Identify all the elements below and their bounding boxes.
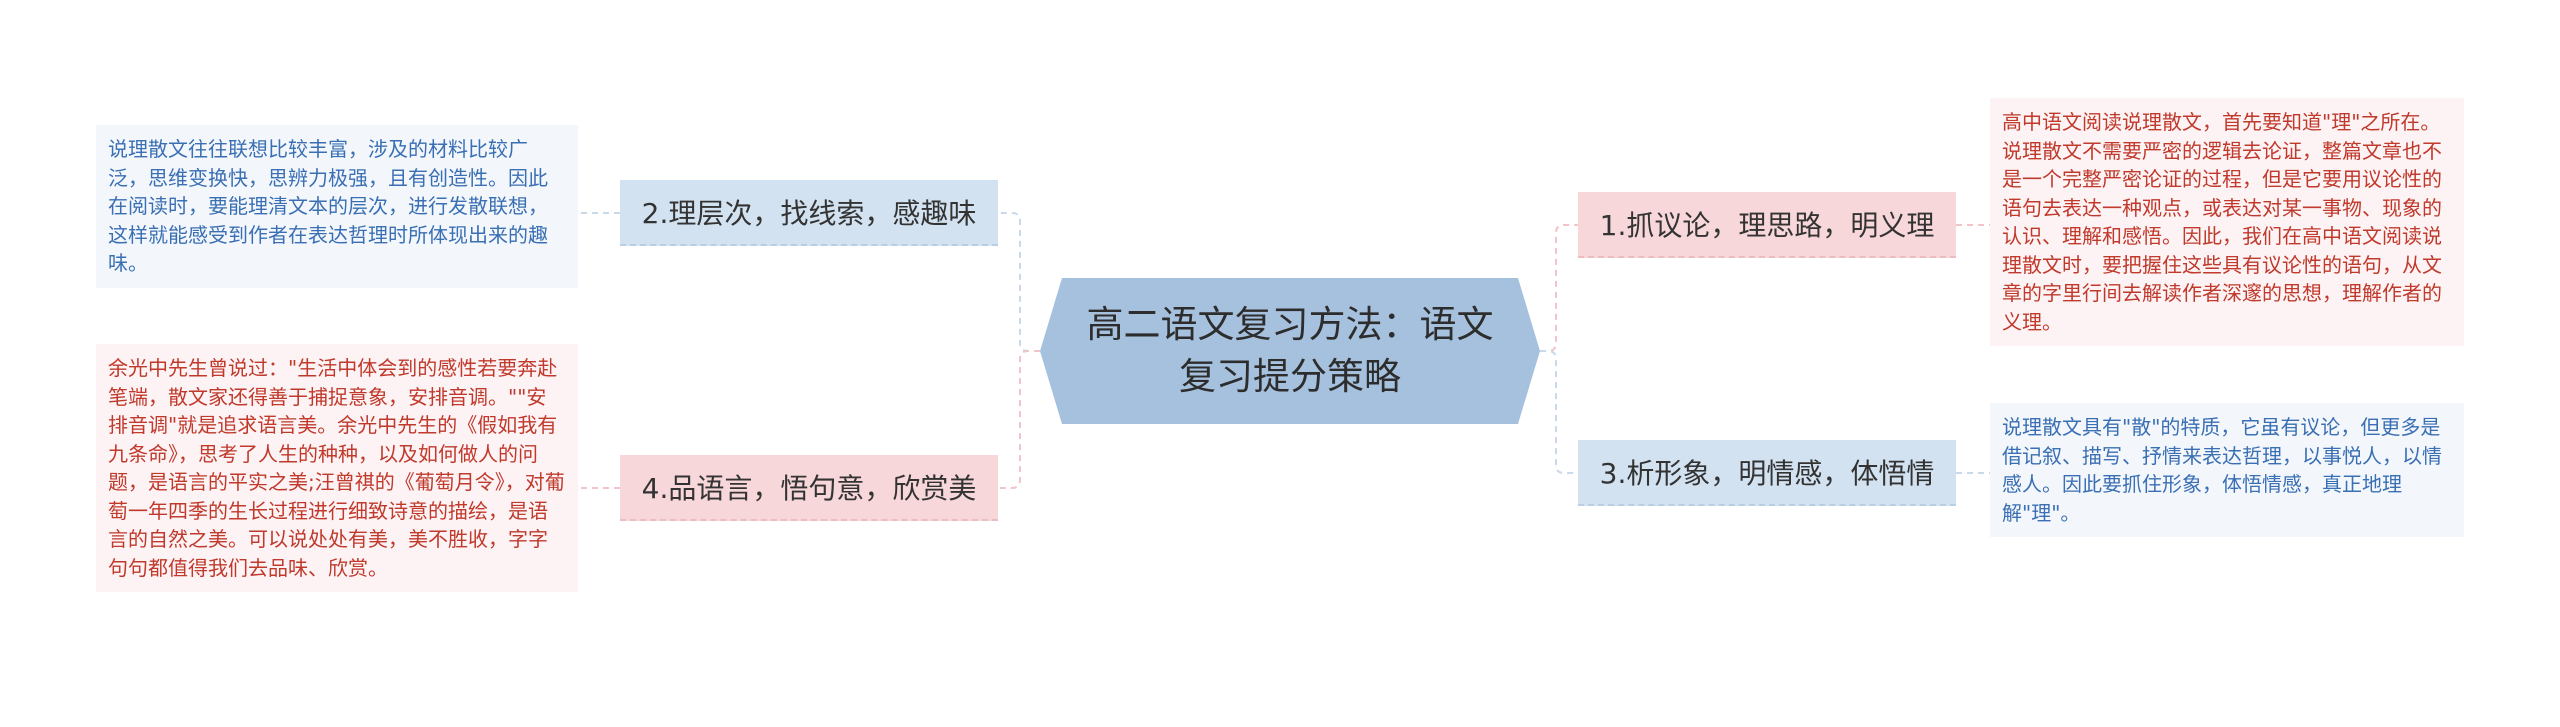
- topic-4-label: 4.品语言，悟句意，欣赏美: [641, 472, 977, 505]
- note-4[interactable]: 余光中先生曾说过："生活中体会到的感性若要奔赴笔端，散文家还得善于捕捉意象，安排…: [96, 344, 578, 592]
- note-1[interactable]: 高中语文阅读说理散文，首先要知道"理"之所在。说理散文不需要严密的逻辑去论证，整…: [1990, 98, 2464, 346]
- central-topic[interactable]: 高二语文复习方法：语文复习提分策略: [1040, 278, 1540, 424]
- topic-4[interactable]: 4.品语言，悟句意，欣赏美: [620, 455, 998, 521]
- connector-central-topic2: [998, 212, 1040, 352]
- note-2[interactable]: 说理散文往往联想比较丰富，涉及的材料比较广泛，思维变换快，思辨力极强，且有创造性…: [96, 125, 578, 288]
- topic-2[interactable]: 2.理层次，找线索，感趣味: [620, 180, 998, 246]
- topic-1[interactable]: 1.抓议论，理思路，明义理: [1578, 192, 1956, 258]
- topic-3-label: 3.析形象，明情感，体悟情: [1599, 457, 1935, 490]
- topic-3[interactable]: 3.析形象，明情感，体悟情: [1578, 440, 1956, 506]
- central-topic-label: 高二语文复习方法：语文复习提分策略: [1086, 303, 1494, 398]
- connector-central-topic3: [1540, 350, 1578, 474]
- connector-central-topic1: [1540, 224, 1578, 352]
- connector-central-topic4: [998, 350, 1040, 489]
- note-4-text: 余光中先生曾说过："生活中体会到的感性若要奔赴笔端，散文家还得善于捕捉意象，安排…: [108, 356, 565, 580]
- topic-2-label: 2.理层次，找线索，感趣味: [641, 197, 977, 230]
- note-3[interactable]: 说理散文具有"散"的特质，它虽有议论，但更多是借记叙、描写、抒情来表达哲理，以事…: [1990, 403, 2464, 537]
- note-1-text: 高中语文阅读说理散文，首先要知道"理"之所在。说理散文不需要严密的逻辑去论证，整…: [2002, 110, 2442, 334]
- note-2-text: 说理散文往往联想比较丰富，涉及的材料比较广泛，思维变换快，思辨力极强，且有创造性…: [108, 137, 548, 275]
- note-3-text: 说理散文具有"散"的特质，它虽有议论，但更多是借记叙、描写、抒情来表达哲理，以事…: [2002, 415, 2442, 525]
- topic-1-label: 1.抓议论，理思路，明义理: [1599, 209, 1935, 242]
